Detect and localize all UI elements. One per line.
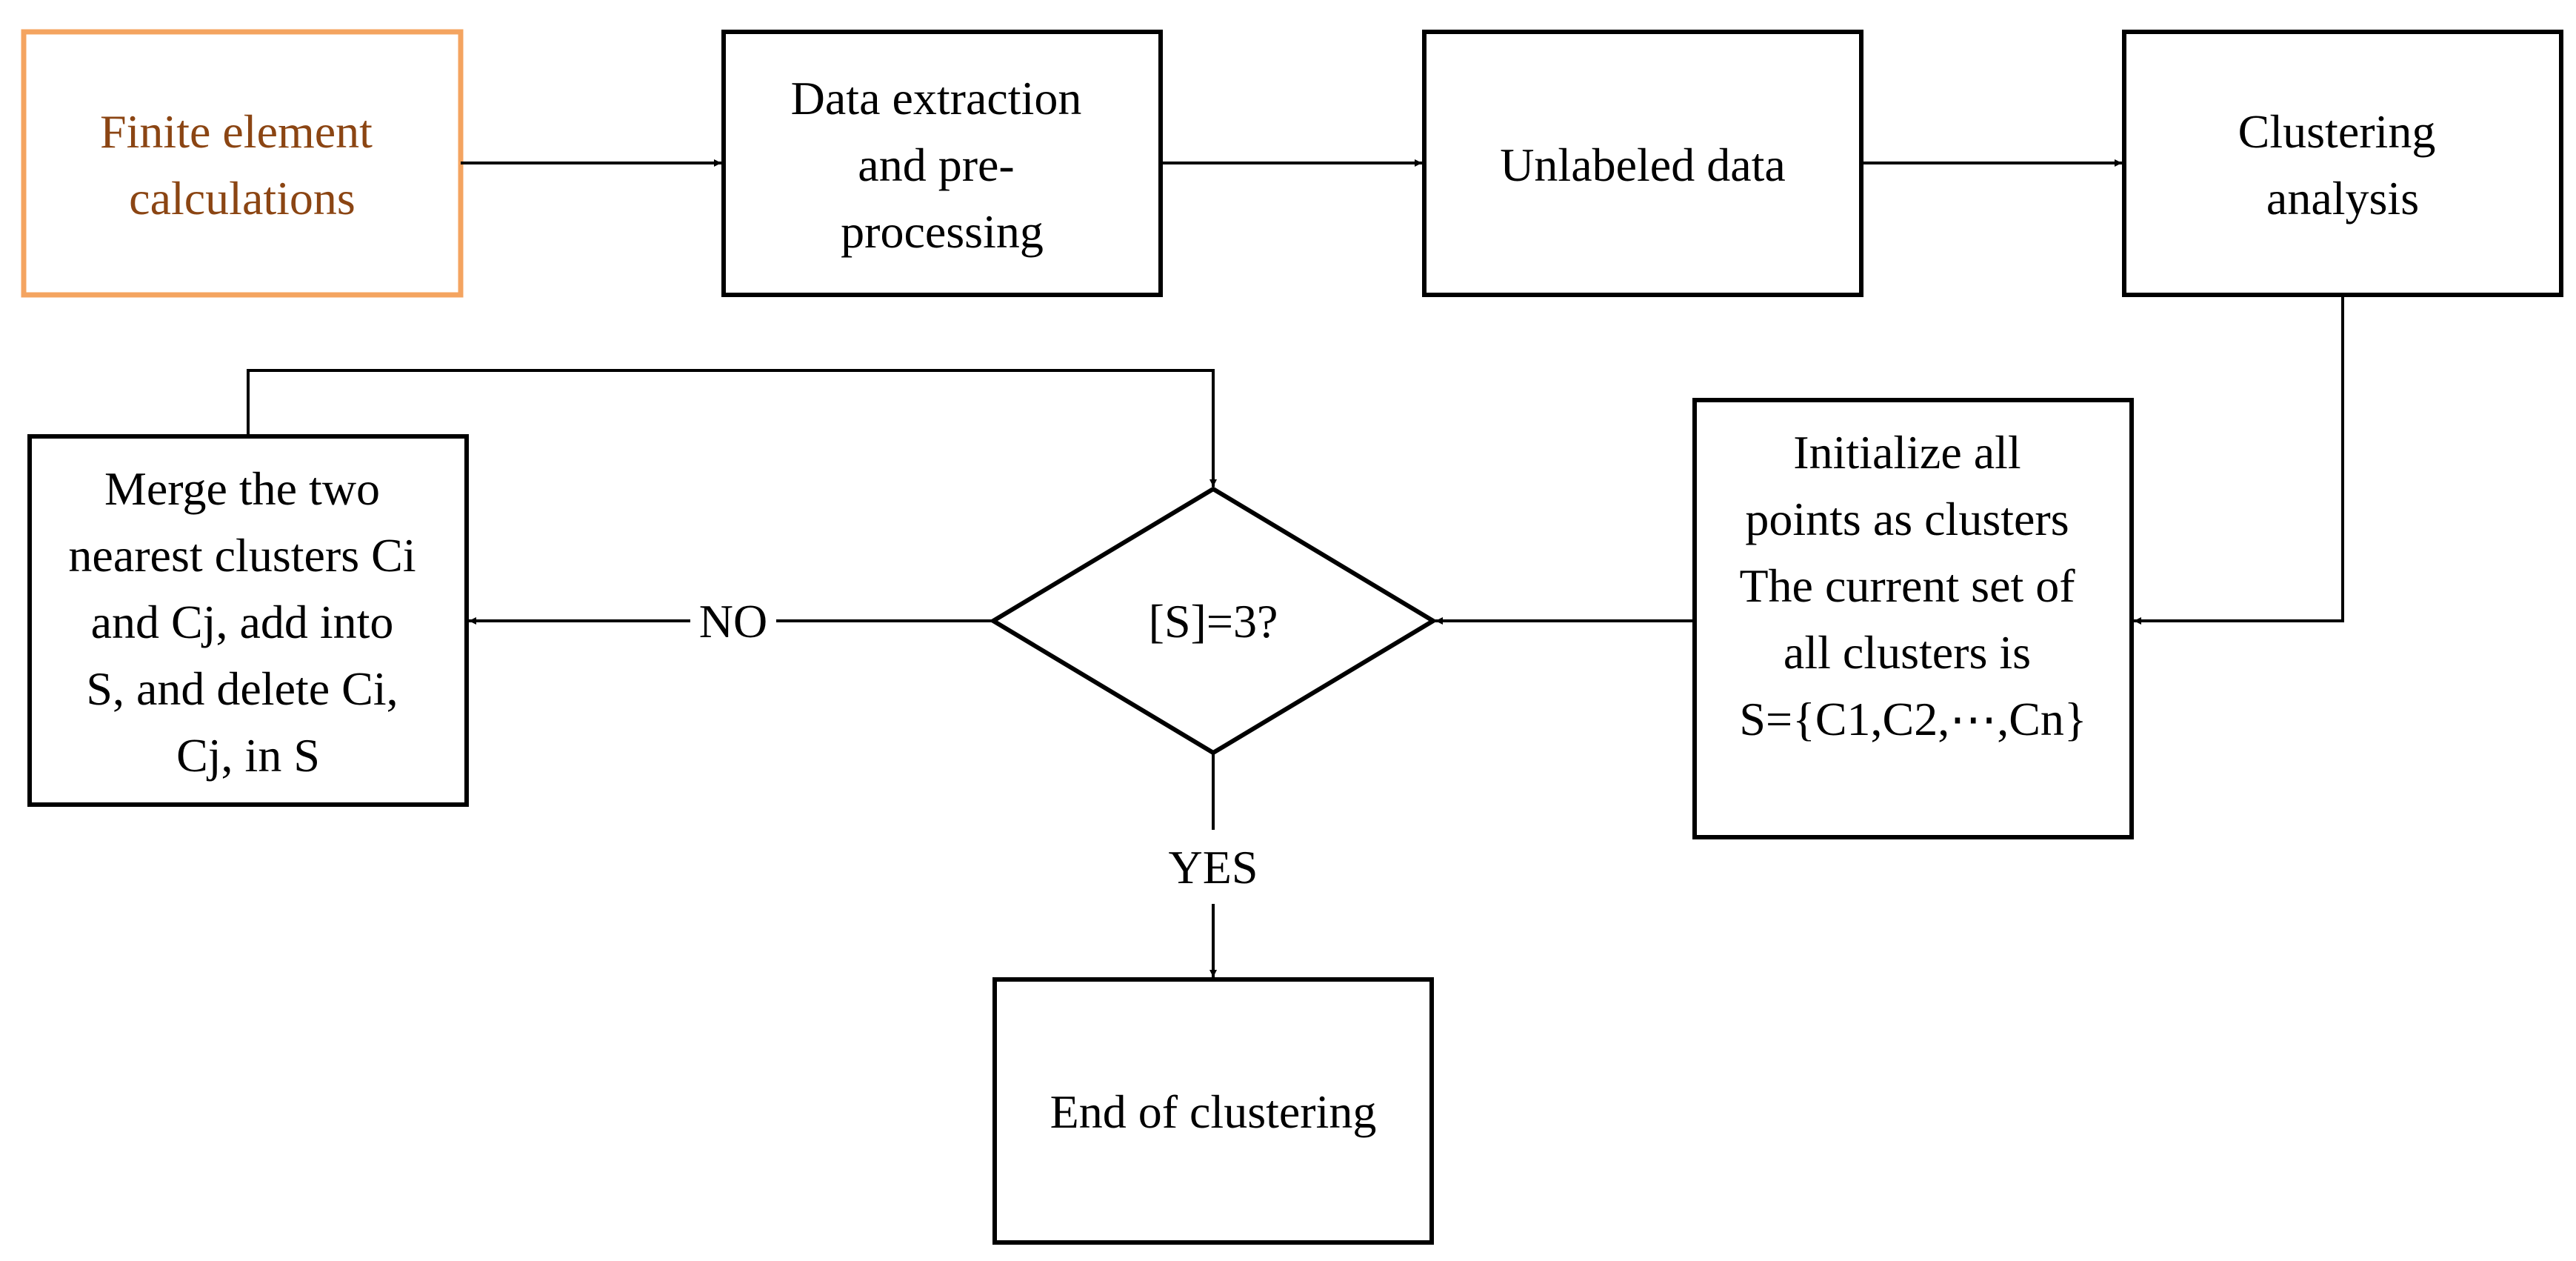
node-data-extraction-line-1: Data extraction (791, 72, 1082, 124)
node-data-extraction-label: Data extraction and pre- processing (791, 72, 1094, 258)
node-unlabeled-data-label: Unlabeled data (1500, 139, 1786, 191)
node-clustering-analysis: Clustering analysis (2122, 30, 2563, 297)
node-merge-line-4: S, and delete Ci, (86, 662, 398, 715)
edge-clustering-to-initialize (2134, 295, 2344, 625)
node-initialize-line-2: points as clusters (1745, 493, 2069, 545)
node-initialize-line-3: The current set of (1739, 559, 2075, 612)
edge-label-no: NO (699, 595, 767, 648)
node-clustering-analysis-label: Clustering analysis (2238, 105, 2448, 224)
node-finite-element-label: Finite element calculations (100, 105, 384, 224)
node-decision-label: [S]=3? (1149, 595, 1278, 648)
node-initialize-line-5: S={C1,C2,⋯,Cn} (1739, 693, 2086, 745)
node-initialize-line-1: Initialize all (1793, 426, 2021, 479)
node-merge-line-1: Merge the two (104, 462, 380, 515)
node-clustering-analysis-line-2: analysis (2266, 172, 2419, 224)
node-end: End of clustering (992, 977, 1434, 1245)
node-finite-element: Finite element calculations (21, 29, 464, 298)
node-finite-element-line-1: Finite element (100, 105, 373, 158)
node-finite-element-line-2: calculations (129, 172, 356, 224)
node-end-line-1: End of clustering (1050, 1085, 1377, 1138)
node-decision-line-1: [S]=3? (1149, 595, 1278, 648)
node-initialize: Initialize all points as clusters The cu… (1692, 398, 2134, 839)
node-data-extraction-line-3: processing (841, 205, 1044, 258)
node-decision: [S]=3? (989, 486, 1438, 756)
node-merge-line-3: and Cj, add into (91, 596, 394, 648)
node-initialize-line-4: all clusters is (1783, 626, 2031, 679)
edge-merge-to-decision (247, 369, 1217, 487)
node-initialize-label: Initialize all points as clusters The cu… (1739, 426, 2086, 745)
node-clustering-analysis-line-1: Clustering (2238, 105, 2436, 158)
node-merge-line-2: nearest clusters Ci (68, 529, 416, 582)
edge-label-yes: YES (1169, 841, 1258, 894)
node-merge: Merge the two nearest clusters Ci and Cj… (27, 434, 469, 807)
node-data-extraction: Data extraction and pre- processing (721, 30, 1163, 297)
node-merge-label: Merge the two nearest clusters Ci and Cj… (68, 462, 427, 782)
node-unlabeled-data-line-1: Unlabeled data (1500, 139, 1786, 191)
node-data-extraction-line-2: and pre- (858, 139, 1014, 191)
node-unlabeled-data: Unlabeled data (1422, 30, 1863, 297)
node-end-label: End of clustering (1050, 1085, 1377, 1138)
node-merge-line-5: Cj, in S (176, 729, 320, 782)
